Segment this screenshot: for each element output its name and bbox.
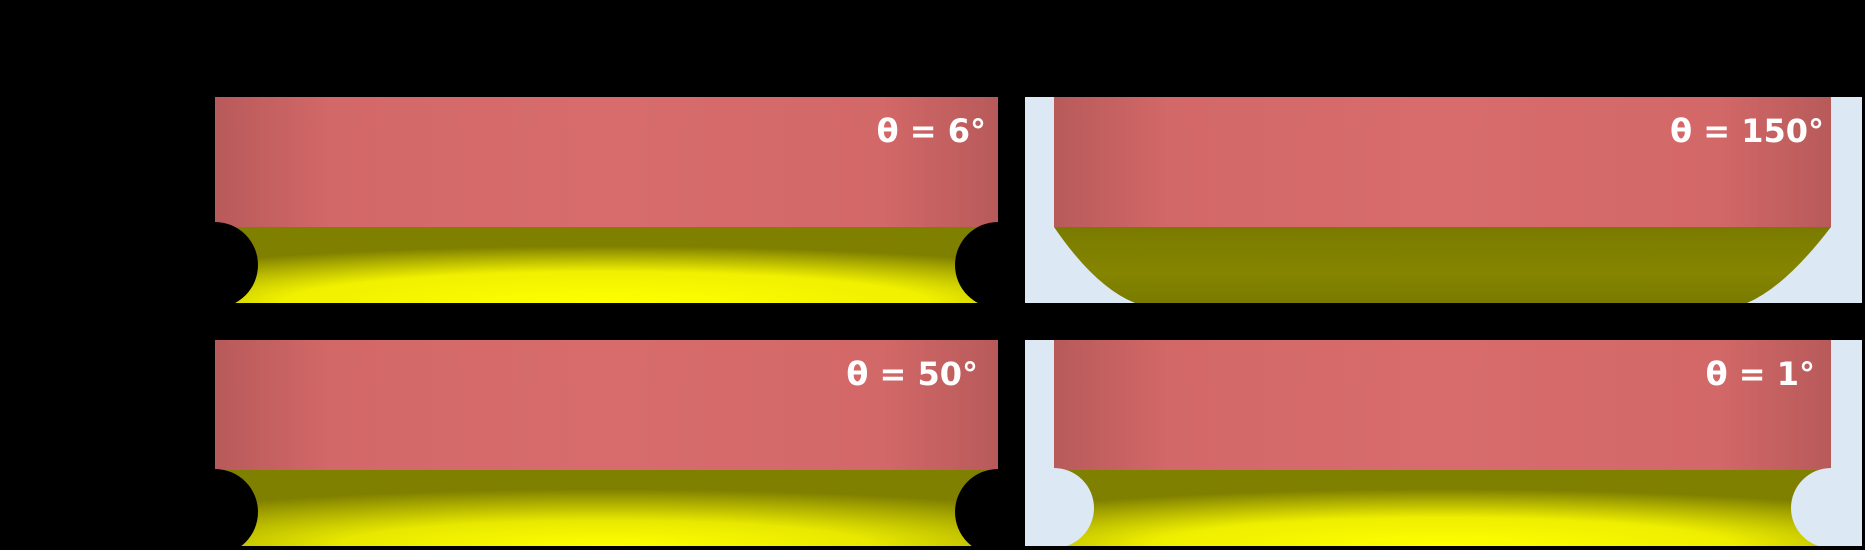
right-meniscus (1791, 468, 1862, 546)
droplet-render (215, 97, 998, 303)
contact-angle-label: θ = 1° (1705, 355, 1815, 393)
left-meniscus (215, 222, 258, 303)
liquid-bridge (215, 227, 998, 303)
contact-angle-label: θ = 6° (876, 112, 986, 150)
contact-angle-label: θ = 50° (846, 355, 978, 393)
simulation-panel-top-left: θ = 6° (215, 97, 998, 303)
droplet-render (215, 340, 998, 546)
liquid-bridge (1054, 470, 1831, 546)
upper-body (1054, 97, 1831, 227)
simulation-panel-bottom-left: θ = 50° (215, 340, 998, 546)
contact-angle-label: θ = 150° (1670, 112, 1824, 150)
liquid-bridge (1054, 227, 1831, 303)
left-meniscus (215, 469, 258, 546)
droplet-render (1025, 340, 1862, 546)
simulation-panel-top-right: θ = 150° (1025, 97, 1862, 303)
upper-body (1054, 340, 1831, 470)
right-meniscus (955, 222, 998, 303)
upper-body (215, 340, 998, 470)
simulation-panel-bottom-right: θ = 1° (1025, 340, 1862, 546)
upper-body (215, 97, 998, 227)
droplet-render (1025, 97, 1862, 303)
liquid-bridge (215, 470, 998, 546)
right-meniscus (955, 469, 998, 546)
left-meniscus (1025, 468, 1094, 546)
